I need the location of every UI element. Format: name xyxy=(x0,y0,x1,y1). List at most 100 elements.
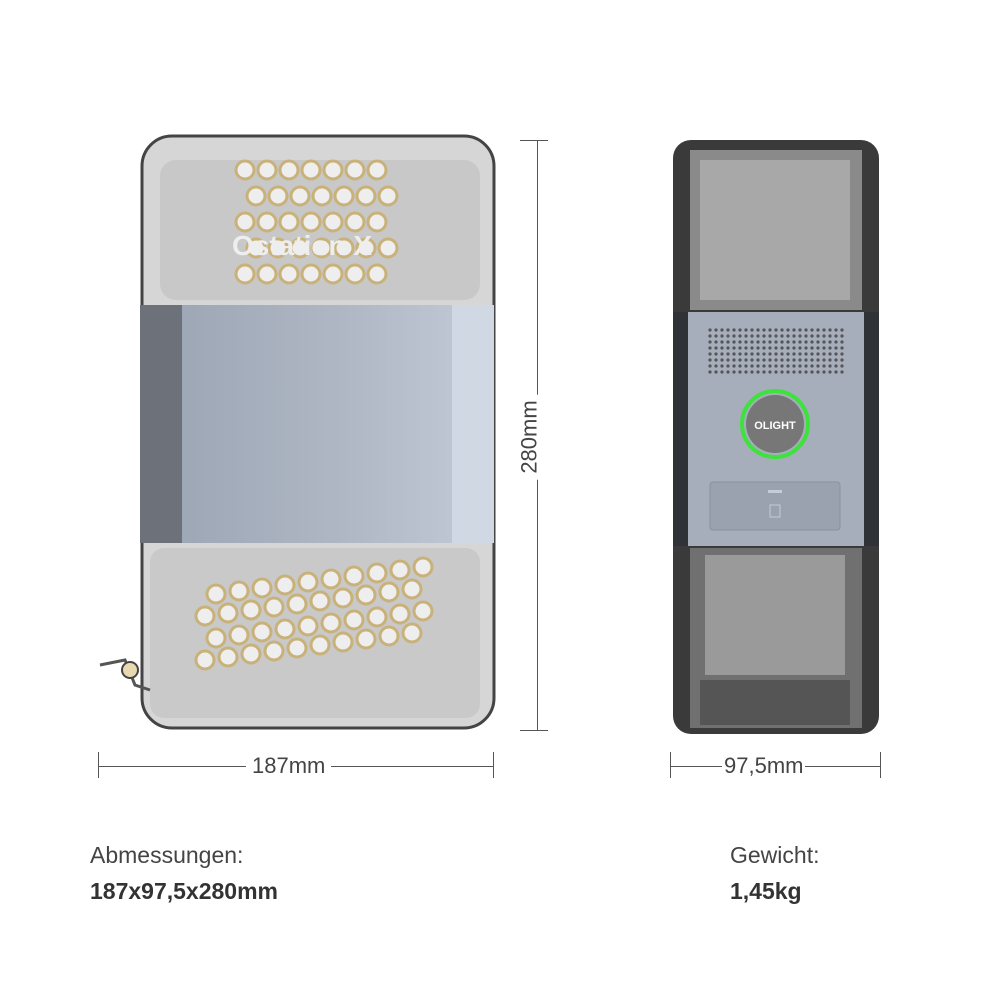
speaker-grille-hole xyxy=(714,364,718,368)
battery-cell xyxy=(205,583,227,605)
battery-cell xyxy=(333,237,355,259)
speaker-grille-hole xyxy=(726,346,730,350)
speaker-grille-hole xyxy=(828,334,832,338)
battery-cell xyxy=(355,628,377,650)
battery-cell xyxy=(245,185,267,207)
battery-cell xyxy=(344,159,366,181)
battery-cell xyxy=(343,609,365,631)
battery-cell xyxy=(194,605,216,627)
speaker-grille-hole xyxy=(774,346,778,350)
speaker-grille-hole xyxy=(810,334,814,338)
speaker-grille-hole xyxy=(708,328,712,332)
speaker-grille-hole xyxy=(810,340,814,344)
speaker-grille-hole xyxy=(720,346,724,350)
speaker-grille-hole xyxy=(768,358,772,362)
battery-cell xyxy=(344,263,366,285)
speaker-grille-hole xyxy=(840,346,844,350)
speaker-grille-hole xyxy=(828,340,832,344)
speaker-grille-hole xyxy=(720,340,724,344)
speaker-grille-hole xyxy=(726,358,730,362)
battery-cell xyxy=(378,581,400,603)
battery-cell xyxy=(343,565,365,587)
speaker-grille-hole xyxy=(840,370,844,374)
speaker-grille-hole xyxy=(738,334,742,338)
speaker-grille-hole xyxy=(828,328,832,332)
speaker-grille-hole xyxy=(714,328,718,332)
battery-cell xyxy=(228,624,250,646)
speaker-grille-hole xyxy=(786,334,790,338)
speaker-grille-hole xyxy=(804,370,808,374)
battery-cell xyxy=(322,263,344,285)
speaker-grille-hole xyxy=(726,334,730,338)
battery-cell xyxy=(267,237,289,259)
speaker-grille-hole xyxy=(726,370,730,374)
speaker-grille-hole xyxy=(804,358,808,362)
depth-label: 97,5mm xyxy=(722,753,806,779)
speaker-grille-hole xyxy=(714,346,718,350)
speaker-grille-hole xyxy=(774,334,778,338)
speaker-grille-hole xyxy=(750,370,754,374)
battery-cell xyxy=(309,634,331,656)
battery-cell xyxy=(194,649,216,671)
speaker-grille-hole xyxy=(780,346,784,350)
speaker-grille-hole xyxy=(780,328,784,332)
battery-cell xyxy=(251,577,273,599)
battery-cell xyxy=(377,185,399,207)
speaker-grille-hole xyxy=(792,334,796,338)
speaker-grille-hole xyxy=(738,340,742,344)
speaker-grille-hole xyxy=(792,364,796,368)
speaker-grille-hole xyxy=(816,340,820,344)
battery-cell xyxy=(366,159,388,181)
speaker-grille-hole xyxy=(720,364,724,368)
speaker-grille-hole xyxy=(840,328,844,332)
speaker-grille-hole xyxy=(816,364,820,368)
height-tick-top xyxy=(520,140,548,141)
speaker-grille-hole xyxy=(834,334,838,338)
battery-cell xyxy=(240,643,262,665)
speaker-grille-hole xyxy=(744,358,748,362)
battery-cell xyxy=(332,587,354,609)
speaker-grille-hole xyxy=(726,364,730,368)
speaker-grille-hole xyxy=(780,364,784,368)
battery-cell xyxy=(251,621,273,643)
speaker-grille-hole xyxy=(756,352,760,356)
battery-cell xyxy=(205,627,227,649)
battery-cell xyxy=(366,562,388,584)
speaker-grille-hole xyxy=(834,358,838,362)
speaker-grille-hole xyxy=(804,352,808,356)
speaker-grille-hole xyxy=(744,364,748,368)
speaker-grille-hole xyxy=(762,340,766,344)
speaker-grille-hole xyxy=(762,364,766,368)
speaker-grille-hole xyxy=(786,346,790,350)
speaker-grille-hole xyxy=(750,334,754,338)
speaker-grille-hole xyxy=(792,346,796,350)
battery-cell xyxy=(378,625,400,647)
speaker-grille-hole xyxy=(798,340,802,344)
speaker-grille-hole xyxy=(708,334,712,338)
speaker-grille-hole xyxy=(768,340,772,344)
speaker-grille-hole xyxy=(786,358,790,362)
speaker-grille-hole xyxy=(798,370,802,374)
speaker-grille-hole xyxy=(786,370,790,374)
dimensions-spec-value: 187x97,5x280mm xyxy=(90,878,278,904)
speaker-grille-hole xyxy=(834,364,838,368)
speaker-grille-hole xyxy=(714,352,718,356)
battery-cell xyxy=(389,559,411,581)
speaker-grille-hole xyxy=(834,328,838,332)
speaker-grille-hole xyxy=(816,358,820,362)
speaker-grille-hole xyxy=(774,328,778,332)
height-label: 280mm xyxy=(512,394,547,480)
speaker-grille-hole xyxy=(732,364,736,368)
speaker-grille-hole xyxy=(810,352,814,356)
speaker-grille-hole xyxy=(720,334,724,338)
speaker-grille-hole xyxy=(798,352,802,356)
battery-cell xyxy=(322,211,344,233)
speaker-grille-hole xyxy=(708,340,712,344)
depth-tick-left xyxy=(670,752,671,778)
speaker-grille-hole xyxy=(840,334,844,338)
battery-cell xyxy=(311,237,333,259)
speaker-grille-hole xyxy=(816,370,820,374)
speaker-grille-hole xyxy=(732,334,736,338)
speaker-grille-hole xyxy=(708,364,712,368)
battery-cell xyxy=(297,615,319,637)
